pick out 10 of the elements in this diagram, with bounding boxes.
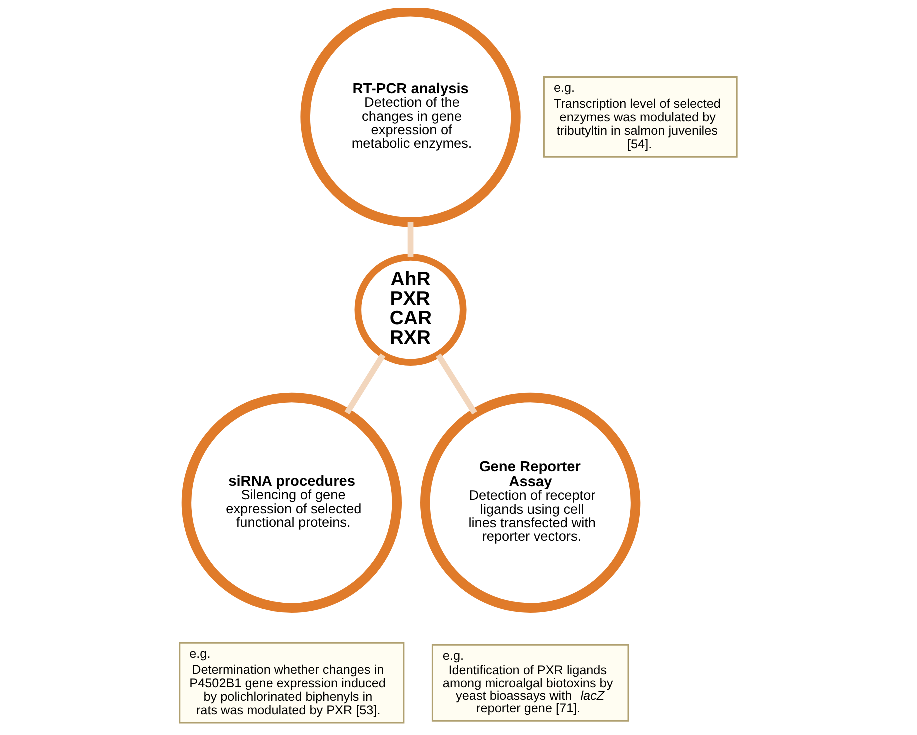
connector [344,354,386,415]
node-circle: AhR PXR CAR RXR [354,254,467,366]
node-box: e.g. Determination whether changes in P4502B1 gene expression induced by polichlorinated biphenyls in rats was modulated by PXR [53]. [179,642,405,724]
connector [408,222,414,258]
node-box: e.g. Identification of PXR ligands among microalgal biotoxins by yeast bioassays with lacZ reporter gene [71]. [432,644,630,722]
node-circle: Gene Reporter Assay Detection of receptor ligands using cell lines transfected with reporter vectors. [420,392,641,613]
connector [436,354,478,415]
node-box: e.g. Transcription level of selected enzymes was modulated by tributyltin in salmon juveniles [54]. [544,76,738,158]
node-circle: RT-PCR analysis Detection of the changes in gene expression of metabolic enzymes. [300,8,521,228]
node-circle: siRNA procedures Silencing of gene expression of selected functional proteins. [182,392,402,613]
